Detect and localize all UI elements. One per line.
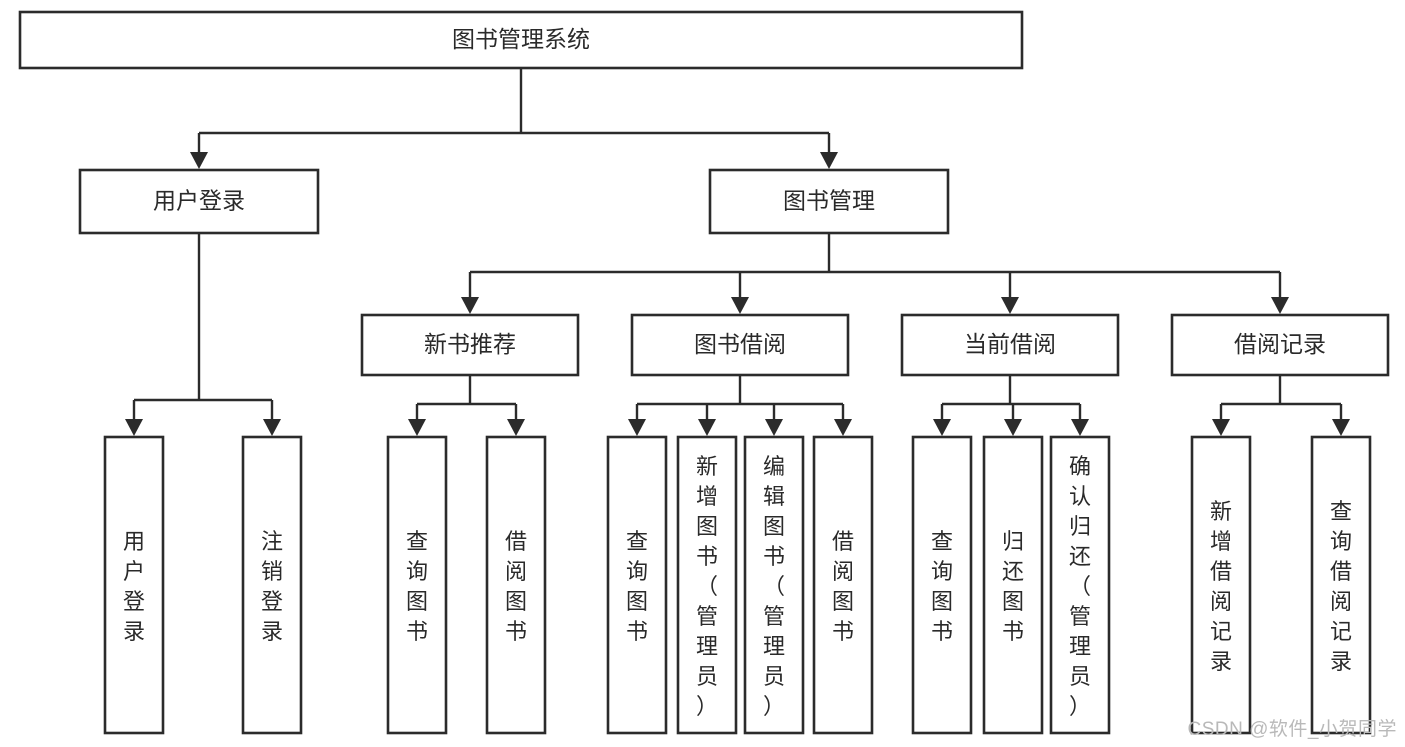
arrow-head-icon	[731, 297, 749, 314]
arrow-head-icon	[263, 419, 281, 436]
arrow-head-icon	[698, 419, 716, 436]
node-label: 借阅图书	[832, 529, 854, 644]
arrow-head-icon	[461, 297, 479, 314]
node-leaf-9[interactable]: 归还图书	[982, 435, 1044, 735]
node-leaf-8[interactable]: 查询图书	[911, 435, 973, 735]
node-label: 归还图书	[1002, 529, 1024, 644]
node-label: 图书管理系统	[452, 26, 590, 52]
node-level2-0[interactable]: 用户登录	[78, 168, 320, 235]
node-leaf-3[interactable]: 借阅图书	[485, 435, 547, 735]
node-label: 新书推荐	[424, 331, 516, 357]
arrow-head-icon	[765, 419, 783, 436]
node-label: 查询图书	[626, 529, 648, 644]
arrow-head-icon	[628, 419, 646, 436]
arrow-head-icon	[408, 419, 426, 436]
node-level2-1[interactable]: 图书管理	[708, 168, 950, 235]
node-label: 查询图书	[406, 529, 428, 644]
arrow-head-icon	[1212, 419, 1230, 436]
arrow-head-icon	[190, 152, 208, 169]
node-label: 确认归还（管理员）	[1069, 454, 1091, 719]
node-root[interactable]: 图书管理系统	[18, 10, 1024, 70]
node-label: 图书管理	[783, 188, 875, 214]
node-level3-0[interactable]: 新书推荐	[360, 313, 580, 377]
node-level3-3[interactable]: 借阅记录	[1170, 313, 1390, 377]
node-leaf-2[interactable]: 查询图书	[386, 435, 448, 735]
arrow-head-icon	[1004, 419, 1022, 436]
node-leaf-10[interactable]: 确认归还（管理员）	[1049, 435, 1111, 735]
arrow-head-icon	[834, 419, 852, 436]
arrow-head-icon	[820, 152, 838, 169]
node-leaf-12[interactable]: 查询借阅记录	[1310, 435, 1372, 735]
node-label: 新增借阅记录	[1210, 499, 1232, 674]
node-level3-2[interactable]: 当前借阅	[900, 313, 1120, 377]
node-label: 查询图书	[931, 529, 953, 644]
arrow-head-icon	[507, 419, 525, 436]
node-label: 编辑图书（管理员）	[763, 454, 785, 719]
node-level3-1[interactable]: 图书借阅	[630, 313, 850, 377]
node-leaf-0[interactable]: 用户登录	[103, 435, 165, 735]
node-label: 用户登录	[123, 529, 145, 644]
node-label: 图书借阅	[694, 331, 786, 357]
node-leaf-11[interactable]: 新增借阅记录	[1190, 435, 1252, 735]
arrow-head-icon	[1332, 419, 1350, 436]
node-layer: 图书管理系统用户登录图书管理新书推荐图书借阅当前借阅借阅记录用户登录注销登录查询…	[18, 10, 1390, 735]
node-label: 借阅记录	[1234, 331, 1326, 357]
node-label: 用户登录	[153, 188, 245, 214]
node-label: 借阅图书	[505, 529, 527, 644]
node-label: 新增图书（管理员）	[696, 454, 718, 719]
node-label: 查询借阅记录	[1330, 499, 1352, 674]
arrow-head-icon	[1271, 297, 1289, 314]
node-label: 注销登录	[261, 529, 283, 644]
arrow-head-icon	[1001, 297, 1019, 314]
node-leaf-6[interactable]: 编辑图书（管理员）	[743, 435, 805, 735]
arrow-head-icon	[1071, 419, 1089, 436]
arrow-head-icon	[125, 419, 143, 436]
csdn-watermark: CSDN @软件_小贺同学	[1187, 719, 1397, 740]
node-label: 当前借阅	[964, 331, 1056, 357]
connector-layer	[125, 68, 1350, 436]
node-leaf-4[interactable]: 查询图书	[606, 435, 668, 735]
node-leaf-1[interactable]: 注销登录	[241, 435, 303, 735]
arrow-head-icon	[933, 419, 951, 436]
node-leaf-7[interactable]: 借阅图书	[812, 435, 874, 735]
node-leaf-5[interactable]: 新增图书（管理员）	[676, 435, 738, 735]
